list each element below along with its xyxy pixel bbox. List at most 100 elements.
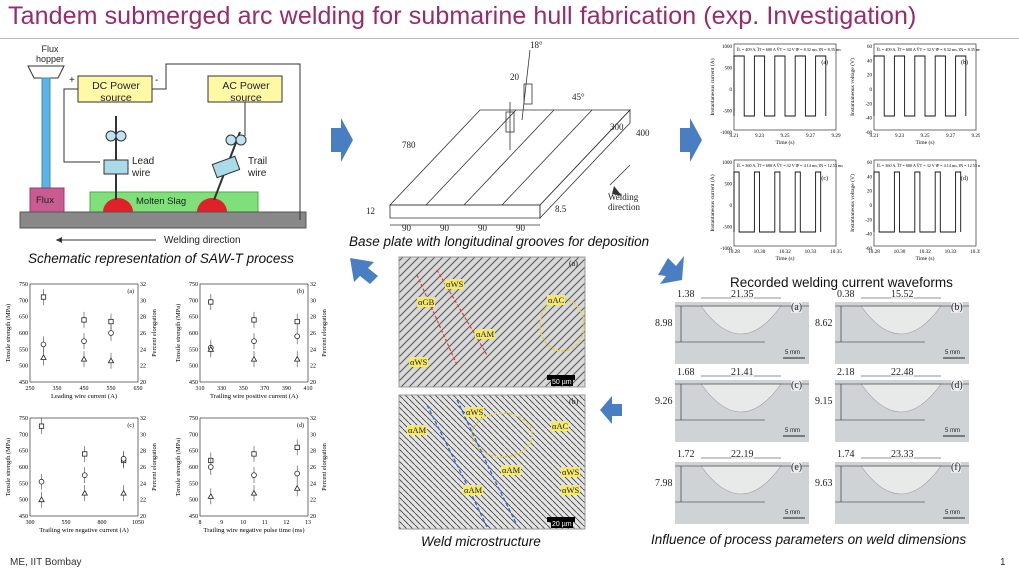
microstructure-images [398,256,586,530]
chart-tag: (c) [127,422,134,429]
slide-title: Tandem submerged arc welding for submari… [8,2,917,30]
x-tick-label: 310 [196,386,205,392]
y2-tick-label: 32 [140,416,146,422]
title-divider [0,38,1019,39]
micro-label: αWS [561,485,581,495]
penetration-depth: 8.98 [655,318,673,329]
chart-tag: (b) [297,288,304,295]
schematic-panel: Flux hopper DC Power source AC Power sou… [16,44,308,252]
waveform-plot: (c)I̅L = 360 A, I̅T = 680 A V̅T = 32 V t… [709,159,843,262]
x-tick-label: 330 [217,386,226,392]
waveform-x-tick: 10.28 [728,249,740,255]
waveform-ylabel: Instantaneous voltage (V) [849,58,856,116]
data-point [82,451,88,457]
waveform-y-tick: 0 [730,204,733,209]
y2-tick-label: 24 [310,481,316,487]
base-plate-panel: 780 300 400 12 8.5 90 90 90 90 20 18° 45… [360,40,670,233]
waveform-x-tick: 10.32 [779,249,791,255]
waveform-xlabel: Time (s) [916,139,935,146]
x-tick-label: 550 [62,520,71,526]
macro-scale: 5 mm [945,350,960,356]
lead-wire-label: Lead wire [132,156,155,179]
waveform-y-tick: 1000 [722,161,733,166]
reinforcement-height: 1.68 [677,367,695,378]
micro-label: αAM [501,465,522,475]
data-point [294,318,300,325]
y2-tick-label: 30 [140,432,146,438]
page-number: 1 [1000,557,1006,568]
micro-label: αWS [409,357,429,367]
data-point [40,341,47,348]
data-point [38,478,45,485]
dim-780: 780 [402,140,416,150]
y-axis-label: Tensile strength (MPa) [5,304,12,362]
micro-tag-a: (a) [569,259,578,268]
micro-label: αAC [547,295,566,305]
arrow-right-2 [680,118,702,162]
waveform-x-tick: 9.23 [895,133,904,139]
y2-tick-label: 28 [310,315,316,321]
x-tick-label: 1050 [132,520,144,526]
waveform-xlabel: Time (s) [916,255,935,262]
bead-width: 21.35 [731,289,754,300]
y-tick-label: 650 [189,315,198,321]
molten-slag-label: Molten Slag [136,196,187,207]
waveform-trace [873,55,967,117]
data-point [293,355,301,362]
x-tick-label: 8 [199,520,202,526]
waveform-y-tick: 500 [725,183,733,188]
waveform-y-tick: 60 [867,161,873,166]
dim-90-2: 90 [440,223,449,233]
penetration-depth: 9.15 [815,396,833,407]
waveform-x-tick: 9.23 [755,133,764,139]
micro-scale-a: 50 µm [551,379,573,386]
waveform-plot: (a)I̅L = 409 A, I̅T = 600 A V̅T = 32 V t… [709,43,841,146]
y-tick-label: 650 [19,449,28,455]
data-point [294,470,301,477]
waveform-x-tick: 10.28 [868,249,880,255]
flux-hopper-label: Flux hopper [35,44,65,64]
x-tick-label: 390 [282,386,291,392]
data-point [107,357,115,364]
data-point [294,444,300,450]
y-tick-label: 650 [19,315,28,321]
weld-bead [700,305,782,335]
weld-bead [700,383,782,413]
y-tick-label: 550 [19,347,28,353]
penetration-depth: 7.98 [655,478,673,489]
data-point [250,489,258,496]
waveform-y-tick: 40 [867,59,873,64]
waveform-y-tick: 0 [870,88,873,93]
data-point [81,317,87,323]
y2-tick-label: 32 [310,282,316,288]
macro-tag: (b) [951,302,963,313]
waveform-x-tick: 10.35 [970,249,980,255]
x-tick-label: 9 [220,520,223,526]
y-tick-label: 500 [189,364,198,370]
y2-tick-label: 30 [310,298,316,304]
dim-90-4: 90 [516,223,525,233]
y-tick-label: 450 [189,514,198,520]
waveform-x-tick: 10.30 [754,249,766,255]
dc-positive-cable [63,88,100,163]
micro-label: αAM [475,329,496,339]
x-tick-label: 800 [98,520,107,526]
weld-bead [860,465,942,495]
dim-300: 300 [610,122,624,132]
micro-label: αGB [417,297,436,307]
weld-bead [700,465,782,495]
data-point [108,330,114,336]
macro-scale: 5 mm [945,428,960,434]
waveform-y-tick: 20 [867,190,873,195]
macro-tag: (f) [951,462,961,473]
y-tick-label: 750 [189,282,198,288]
macro-tag: (a) [791,302,803,313]
waveform-ylabel: Instantaneous current (A) [709,174,716,231]
reinforcement-height: 1.74 [837,449,855,460]
waveform-ylabel: Instantaneous voltage (V) [849,174,856,232]
y2-tick-label: 32 [140,282,146,288]
data-point [207,345,215,352]
waveform-x-tick: 9.27 [806,133,815,139]
macro-scale: 5 mm [945,510,960,516]
